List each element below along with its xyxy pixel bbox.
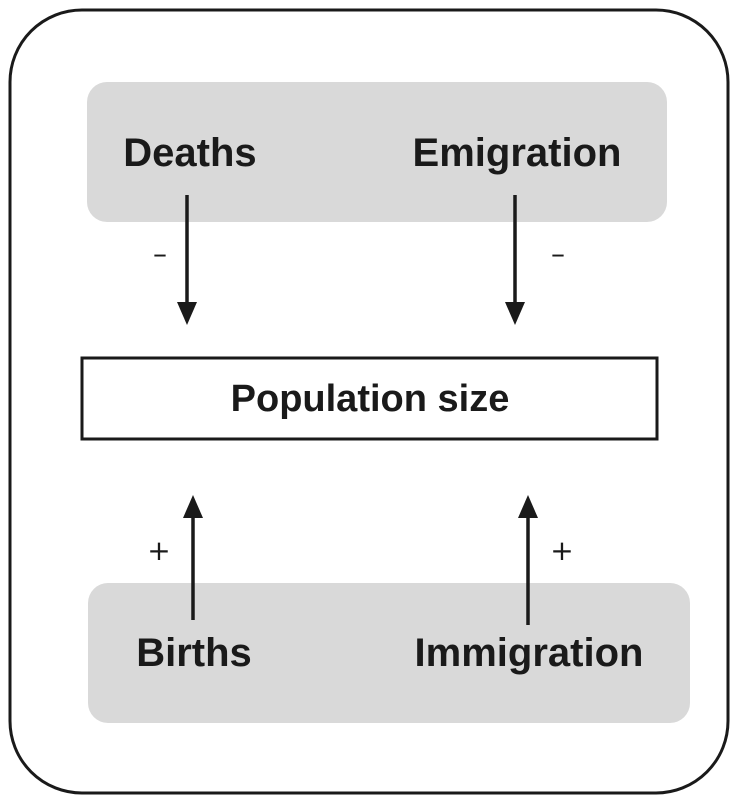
births-arrow-head bbox=[183, 495, 203, 518]
births-effect-sign: + bbox=[147, 534, 170, 567]
deaths-effect-sign: – bbox=[153, 237, 167, 270]
immigration-arrow-head bbox=[518, 495, 538, 518]
population-size-label: Population size bbox=[231, 378, 510, 420]
immigration-label: Immigration bbox=[415, 631, 644, 675]
births-label: Births bbox=[136, 631, 252, 675]
deaths-label: Deaths bbox=[123, 131, 256, 175]
emigration-label: Emigration bbox=[413, 131, 622, 175]
population-size-box bbox=[80, 356, 659, 441]
emigration-effect-sign: – bbox=[551, 237, 565, 270]
emigration-arrow-head bbox=[505, 302, 525, 325]
bottom-factors-band bbox=[88, 583, 690, 723]
top-factors-band bbox=[87, 82, 667, 222]
deaths-arrow-head bbox=[177, 302, 197, 325]
immigration-effect-sign: + bbox=[550, 534, 573, 567]
